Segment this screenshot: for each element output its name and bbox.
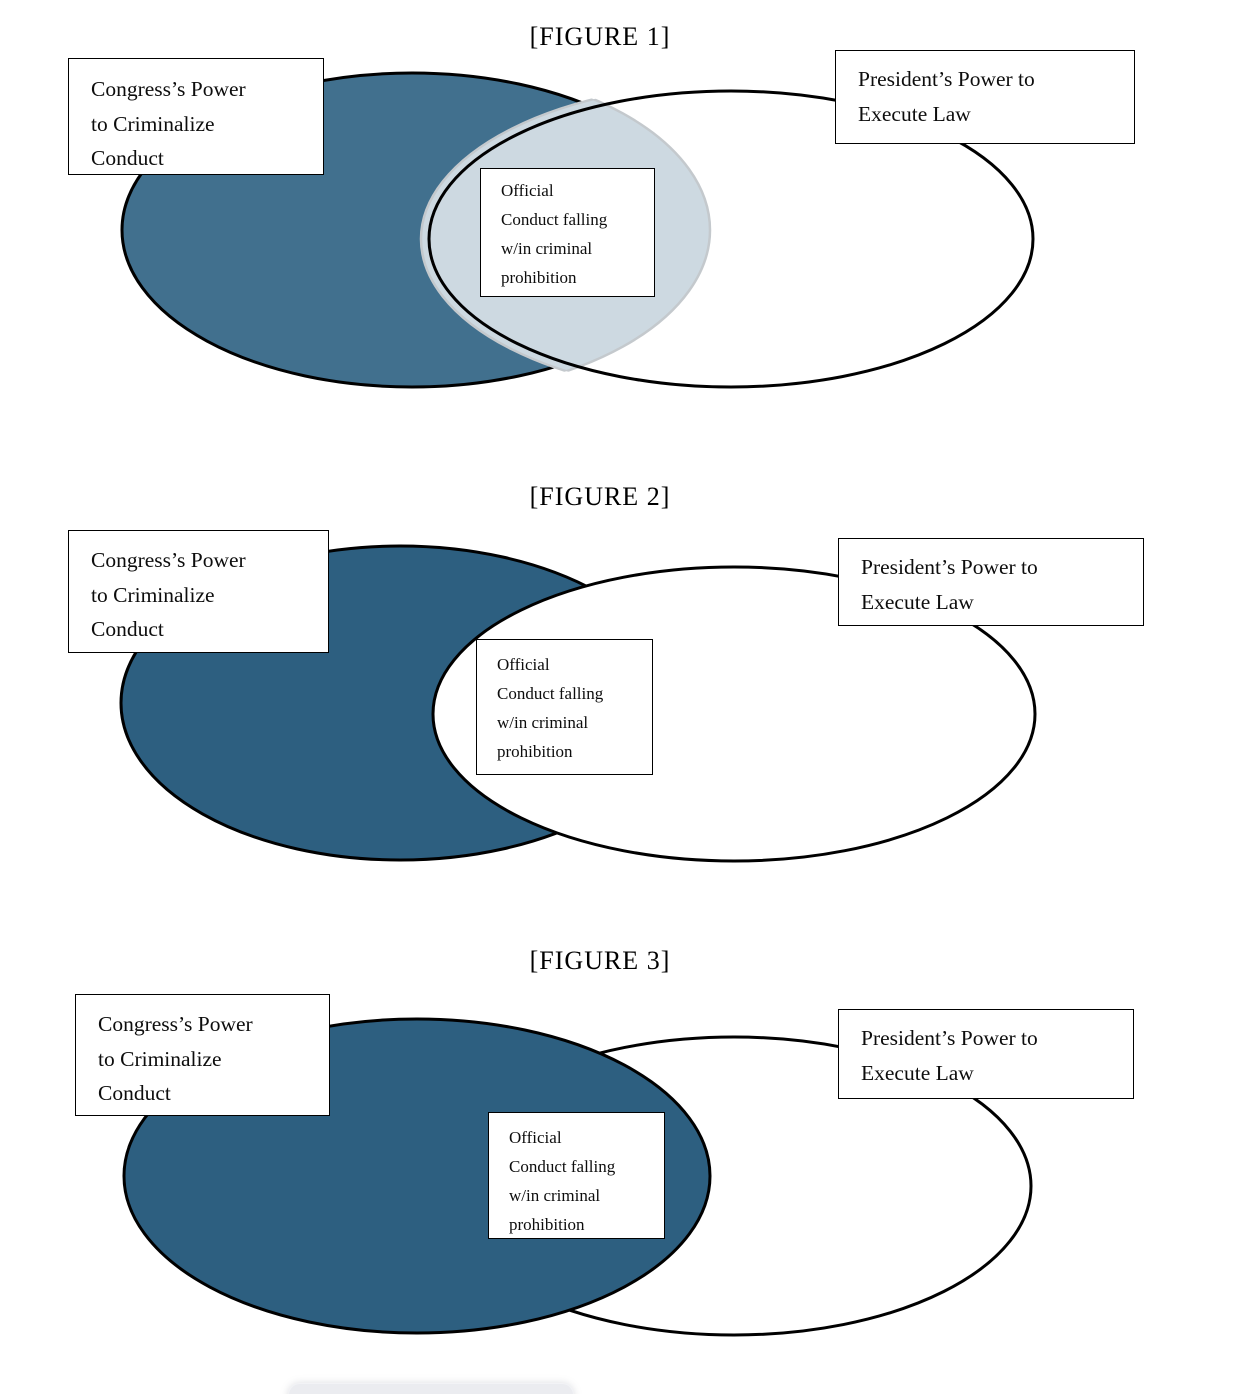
fig1-president-ellipse	[427, 89, 1035, 389]
label-line: to Criminalize	[91, 111, 215, 136]
fig3-overlap-label-box: Official Conduct falling w/in criminal p…	[488, 1112, 665, 1239]
label-line: prohibition	[497, 742, 573, 761]
label-line: Congress’s Power	[91, 77, 246, 101]
fig1-president-label-box: President’s Power to Execute Law	[835, 50, 1135, 144]
fig1-title: [FIGURE 1]	[529, 22, 671, 51]
fig1-congress-label-box: Congress’s Power to Criminalize Conduct	[68, 58, 324, 175]
label-line: Congress’s Power	[98, 1012, 253, 1036]
fig3-president-label-box: President’s Power to Execute Law	[838, 1009, 1134, 1099]
label-line: President’s Power to	[858, 67, 1035, 91]
fig1-overlap-lens-edge	[419, 81, 710, 395]
label-line: Execute Law	[858, 101, 971, 126]
label-line: President’s Power to	[861, 1026, 1038, 1050]
fig2-congress-label-box: Congress’s Power to Criminalize Conduct	[68, 530, 329, 653]
label-line: Conduct	[91, 617, 164, 641]
label-line: w/in criminal	[501, 239, 593, 258]
fig2-title: [FIGURE 2]	[529, 482, 671, 511]
label-line: prohibition	[509, 1215, 585, 1234]
label-line: Official	[497, 655, 550, 674]
label-line: Official	[509, 1128, 562, 1147]
label-line: Conduct	[91, 146, 164, 170]
fig2-overlap-label-box: Official Conduct falling w/in criminal p…	[476, 639, 653, 775]
label-line: Conduct	[98, 1081, 171, 1105]
floating-toolbar[interactable]	[288, 1383, 574, 1394]
fig3-congress-label-box: Congress’s Power to Criminalize Conduct	[75, 994, 330, 1116]
label-line: President’s Power to	[861, 555, 1038, 579]
label-line: Execute Law	[861, 1060, 974, 1085]
label-line: Conduct falling	[509, 1157, 616, 1176]
label-line: Conduct falling	[497, 684, 604, 703]
figure3-diagram	[122, 1017, 1033, 1337]
label-line: Conduct falling	[501, 210, 608, 229]
label-line: to Criminalize	[91, 582, 215, 607]
label-line: to Criminalize	[98, 1046, 222, 1071]
label-line: Execute Law	[861, 589, 974, 614]
fig3-title: [FIGURE 3]	[529, 946, 671, 975]
fig1-overlap-lens-fill	[421, 83, 712, 395]
fig2-president-label-box: President’s Power to Execute Law	[838, 538, 1144, 626]
label-line: w/in criminal	[509, 1186, 601, 1205]
label-line: w/in criminal	[497, 713, 589, 732]
label-line: Official	[501, 181, 554, 200]
label-line: Congress’s Power	[91, 548, 246, 572]
fig1-overlap-label-box: Official Conduct falling w/in criminal p…	[480, 168, 655, 297]
label-line: prohibition	[501, 268, 577, 287]
